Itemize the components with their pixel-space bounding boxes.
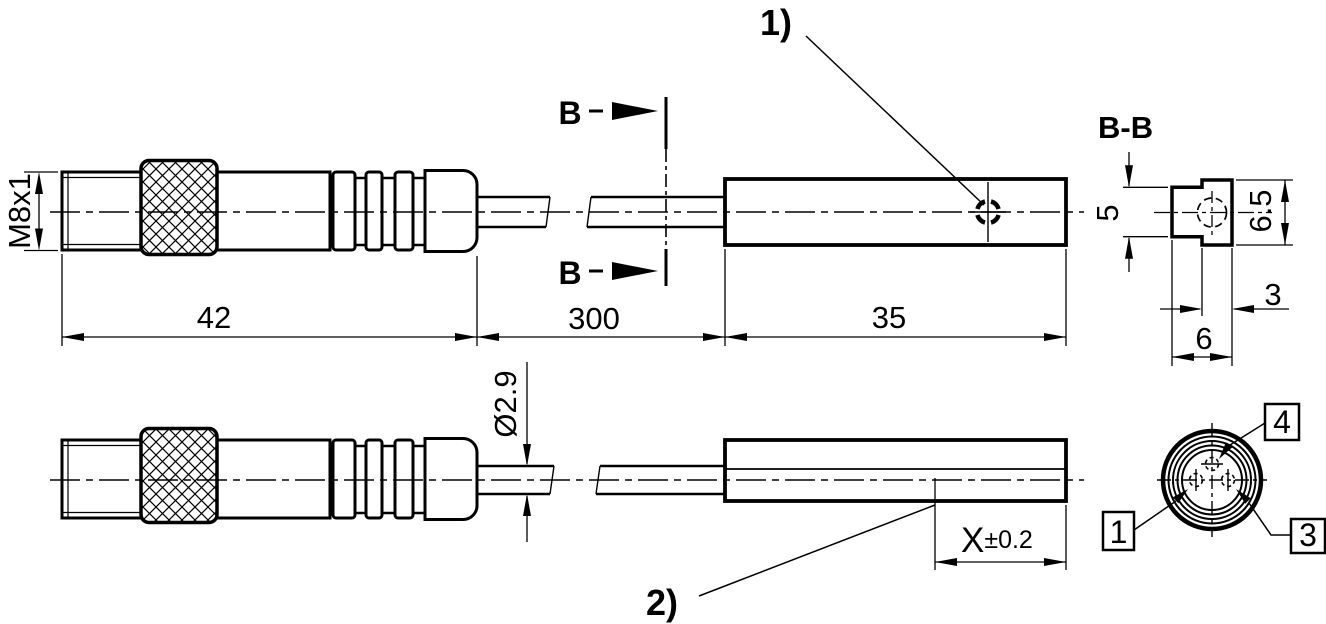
section-arrow-top-head [612,102,658,120]
top-side-view: B B 1) M8x1 42 300 35 [2,2,1084,346]
optical-axis-marker [970,182,1006,242]
knurled-nut [139,158,219,257]
dim-section-3-6 [1160,240,1289,366]
strain-relief-ring [331,170,357,252]
dim-lengths [61,249,1067,346]
section-title: B-B [1098,110,1153,145]
strain-relief-ring [364,170,384,252]
thread-section [60,438,145,520]
connector-m8-top [60,158,479,257]
section-arrow-bottom-head [612,262,658,280]
callout-1-leader [805,35,985,206]
dim-300-label: 300 [568,301,620,336]
pin-3-label: 3 [1299,517,1317,553]
sensor-head-bottom [723,438,1068,503]
dim-thread [24,171,58,252]
connector-m8-bottom [60,426,479,525]
dim-x-label: X±0.2 [961,521,1033,560]
dim-thread-label: M8x1 [2,173,37,249]
dim-sensing-distance [934,478,1067,570]
connector-face-view: 1 3 4 [1101,402,1326,555]
connector-end-cap [423,169,479,253]
fiber-bore-hidden-circle [1196,197,1228,228]
section-view-bb: B-B 5 6.5 [1090,110,1293,366]
pin-1-label: 1 [1110,514,1128,550]
dim-section-6-5 [1236,179,1293,246]
callout-1-label: 1) [760,2,792,43]
dim-5-label: 5 [1090,204,1125,221]
strain-relief-ring [331,438,357,520]
pin-marker-right [1220,469,1236,491]
strain-relief-ring [364,438,384,520]
pin-4-box [1263,402,1301,442]
callout-2-leader [698,504,936,597]
dim-6-5-label: 6.5 [1243,189,1278,232]
section-cut-line [589,97,668,286]
pin-1-box [1101,510,1136,552]
pin-1-callout [1101,489,1188,552]
pin-marker-left [1188,469,1204,491]
dim-x-value: X [961,521,984,560]
pin-marker-top [1201,456,1223,472]
connector-end-cap [423,437,479,521]
dim-42-label: 42 [197,300,231,335]
strain-relief-ring [393,170,415,252]
bottom-side-view: Ø2.9 X±0.2 2) [50,362,1084,623]
connector-body [215,438,332,520]
dim-x-tolerance: ±0.2 [984,526,1032,554]
strain-relief-ring [393,438,415,520]
pin-3-callout [1236,489,1326,555]
dim-35-label: 35 [872,300,906,335]
section-letter-top: B [558,95,581,131]
pin-4-callout [1219,402,1301,459]
dim-cable-diameter-label: Ø2.9 [488,370,523,437]
knurled-nut [139,426,219,525]
dim-cable-diameter [523,362,531,542]
pin-4-label: 4 [1273,404,1291,440]
dim-3-label: 3 [1264,277,1281,312]
section-letter-bottom: B [558,255,581,291]
pin-3-box [1289,517,1326,555]
dim-section-5 [1123,152,1168,272]
cable-bottom [477,464,725,496]
connector-body [215,170,332,252]
dim-6-label: 6 [1195,321,1212,356]
callout-2-label: 2) [646,582,678,623]
thread-section [60,170,145,252]
